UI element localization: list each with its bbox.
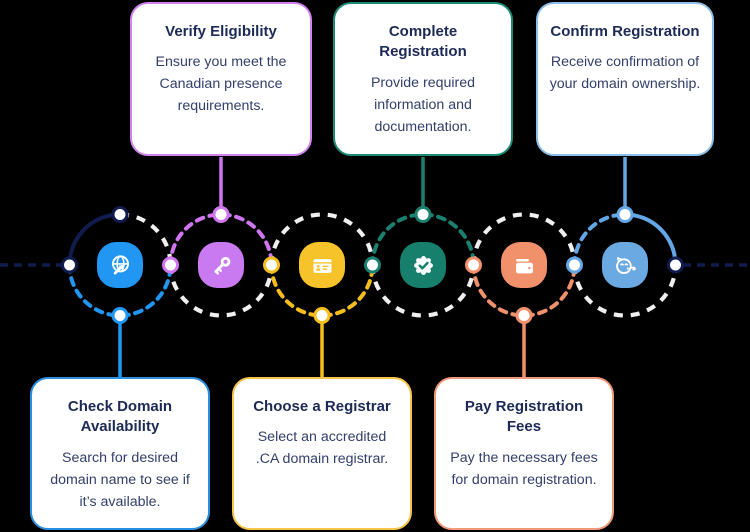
ring-arc-step2-bottom: [168, 264, 274, 318]
card-confirm-registration: Confirm Registration Receive confirmatio…: [536, 2, 714, 156]
badge-check-icon: [413, 255, 433, 275]
card-choose-a-registrar: Choose a Registrar Select an accredited …: [232, 377, 412, 530]
id-card-icon: [313, 258, 331, 273]
step-disc-confirm-registration: [602, 242, 648, 288]
ring-arc-step1-top-right: [119, 212, 173, 266]
node-step3-bottom: [313, 307, 331, 324]
node-exit: [667, 256, 684, 274]
node-junction-1-2: [162, 256, 179, 274]
node-junction-4-5: [465, 256, 482, 274]
ring-arc-step5-top: [471, 212, 577, 266]
card-title: Choose a Registrar: [253, 398, 391, 415]
ring-arc-step6-bottom: [572, 264, 678, 318]
node-step6-top: [616, 206, 634, 223]
node-entry: [61, 256, 78, 274]
ring-arc-step6-top-left: [572, 212, 627, 267]
key-icon: [213, 256, 230, 275]
card-check-domain-availability: Check Domain Availability Search for des…: [30, 377, 210, 530]
card-title: Pay Registration Fees: [464, 398, 584, 436]
card-connector-lines: [118, 157, 627, 378]
node-step5-bottom: [515, 307, 533, 324]
card-body: Ensure you meet the Canadian presence re…: [155, 54, 287, 115]
celebration-face-icon: [615, 256, 636, 274]
node-junction-3-4: [364, 256, 381, 274]
card-body: Search for desired domain name to see if…: [50, 449, 190, 510]
card-verify-eligibility: Verify Eligibility Ensure you meet the C…: [130, 2, 312, 156]
step-disc-complete-registration: [400, 242, 446, 288]
step-disc-choose-registrar: [299, 242, 345, 288]
wallet-icon: [515, 258, 533, 273]
card-body: Provide required information and documen…: [370, 74, 476, 135]
node-junction-5-6: [566, 256, 583, 274]
card-title: Check Domain Availability: [67, 398, 173, 436]
node-step2-top: [212, 206, 230, 223]
step-disc-pay-fees: [501, 242, 547, 288]
node-step4-top: [414, 206, 432, 223]
card-title: Complete Registration: [379, 23, 467, 61]
card-title: Verify Eligibility: [165, 23, 277, 40]
node-step1-top: [111, 206, 129, 223]
node-junction-2-3: [263, 256, 280, 274]
card-pay-registration-fees: Pay Registration Fees Pay the necessary …: [434, 377, 614, 530]
step-disc-verify-eligibility: [198, 242, 244, 288]
card-body: Select an accredited .CA domain registra…: [255, 429, 389, 468]
connector-nodes: [61, 206, 684, 324]
ring-arc-step4-bottom: [370, 264, 476, 318]
card-complete-registration: Complete Registration Provide required i…: [333, 2, 513, 156]
globe-cursor-icon: [111, 254, 129, 274]
ring-arc-step6-top-right: [623, 212, 678, 267]
card-body: Pay the necessary fees for domain regist…: [450, 449, 598, 488]
card-body: Receive confirmation of your domain owne…: [549, 54, 701, 93]
ring-arc-step1-top-left-flowline: [67, 212, 122, 267]
card-title: Confirm Registration: [550, 23, 700, 40]
ring-arc-step3-top: [269, 212, 375, 266]
node-step1-bottom: [111, 307, 129, 324]
inactive-ring-arcs: [119, 212, 678, 318]
step-disc-check-domain: [97, 242, 143, 288]
